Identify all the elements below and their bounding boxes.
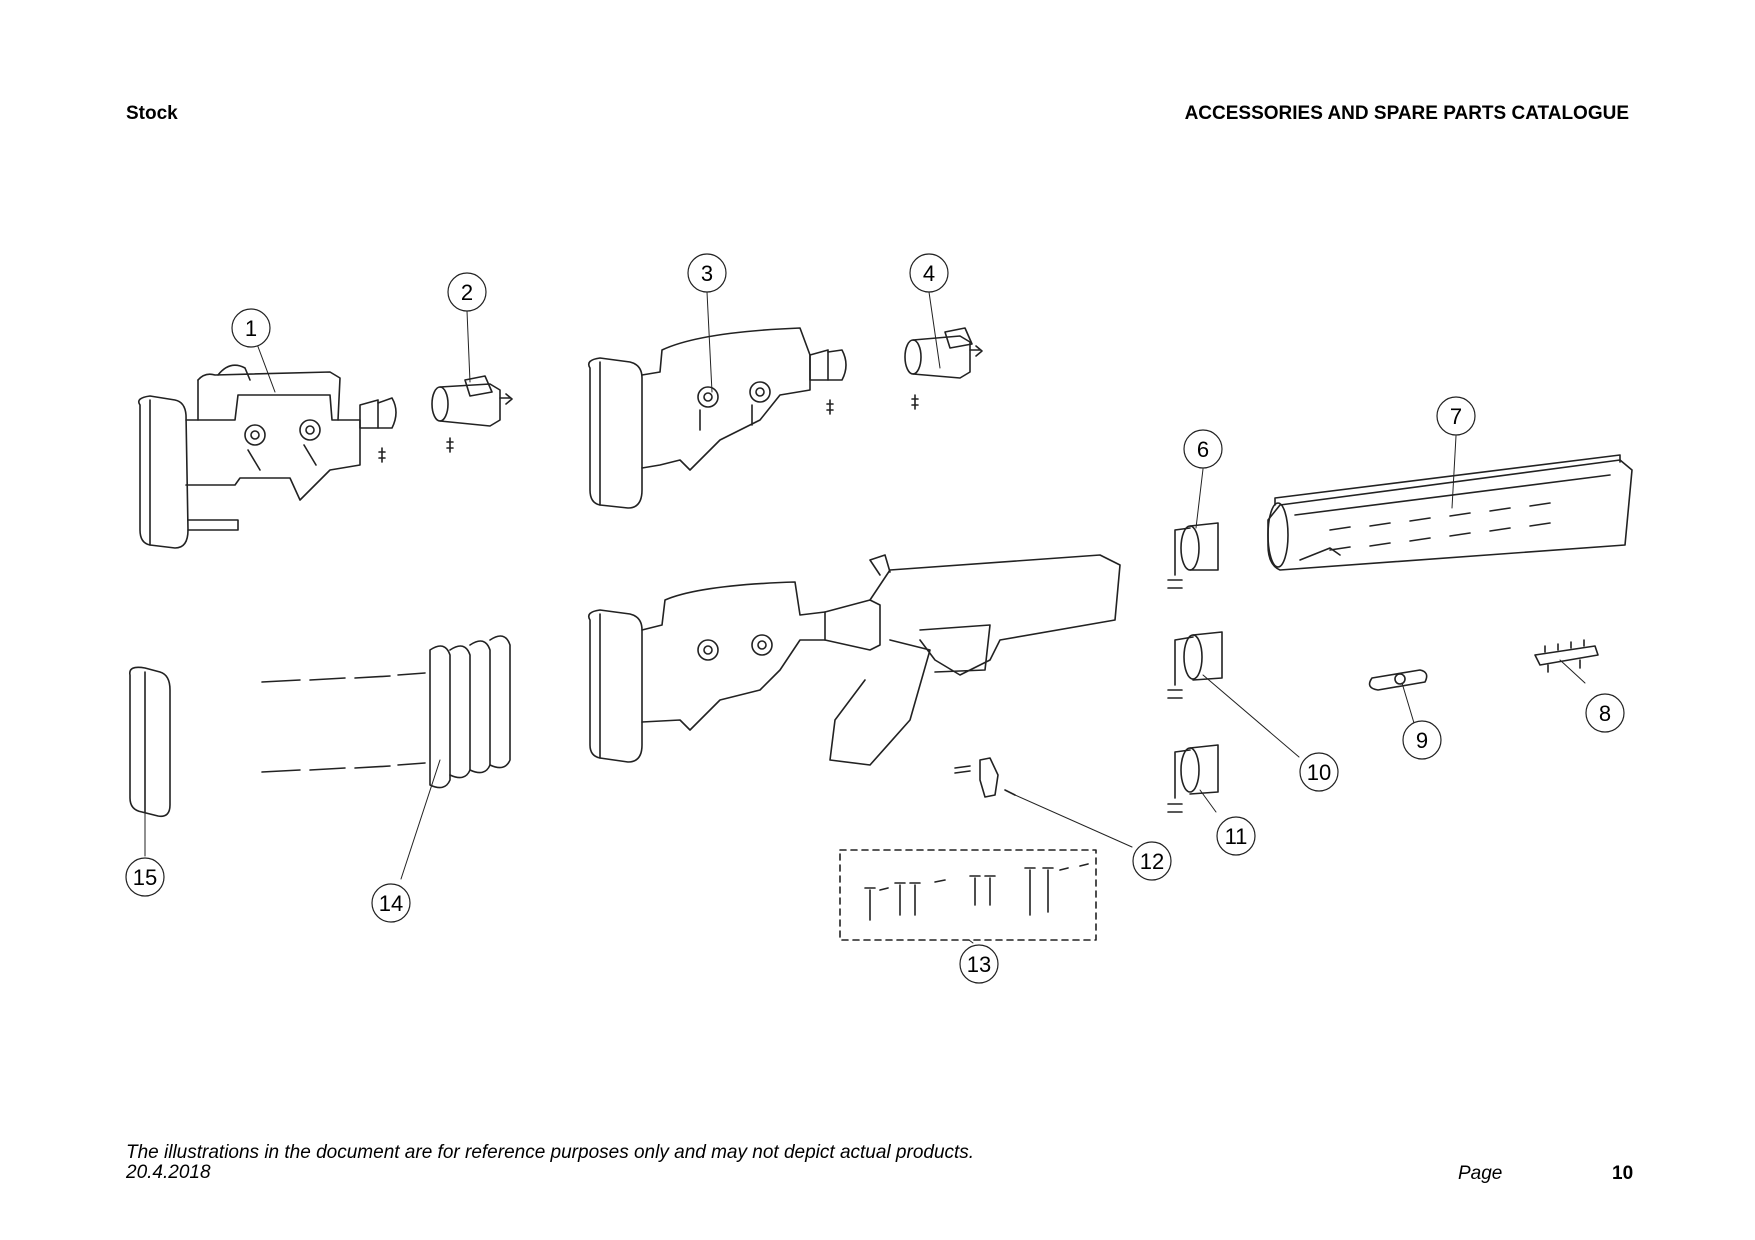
part-12-trigger-part [954,757,1016,798]
callout-4: 4 [909,253,949,293]
callout-10: 10 [1299,752,1339,792]
part-14-spacer-plates [261,635,511,789]
callout-8: 8 [1585,693,1625,733]
part-6-barrel-nut [1167,522,1219,589]
part-10-barrel-nut [1167,631,1223,699]
part-4-adapter [904,327,983,410]
callout-number: 3 [701,261,713,286]
callout-labels: 1 2 3 4 6 7 8 9 10 11 12 13 14 15 [125,253,1625,984]
leader-lines [144,291,1586,944]
callout-14: 14 [371,883,411,923]
callout-number: 1 [245,316,257,341]
part-11-barrel-nut [1167,744,1219,813]
section-title: Stock [126,103,178,124]
callout-number: 2 [461,280,473,305]
part-1-stock [137,364,397,549]
callout-number: 10 [1307,760,1331,785]
callout-7: 7 [1436,396,1476,436]
callout-13: 13 [959,944,999,984]
footer-note: The illustrations in the document are fo… [126,1143,974,1183]
callout-9: 9 [1402,720,1442,760]
callout-number: 11 [1225,824,1248,849]
callout-2: 2 [447,272,487,312]
part-2-adapter [431,375,513,453]
part-8-rail-section [1534,639,1599,673]
disclaimer-text: The illustrations in the document are fo… [126,1142,975,1163]
callout-3: 3 [687,253,727,293]
callout-number: 7 [1450,404,1462,429]
callout-11: 11 [1216,816,1256,856]
page-label: Page [1458,1163,1503,1184]
part-13-screw-set [839,849,1097,941]
callout-number: 6 [1197,437,1209,462]
page-number: 10 [1612,1163,1634,1184]
callout-number: 9 [1416,728,1428,753]
callout-number: 14 [379,891,403,916]
callout-number: 4 [923,261,935,286]
callout-6: 6 [1183,429,1223,469]
callout-number: 12 [1140,849,1164,874]
callout-number: 15 [133,865,157,890]
callout-12: 12 [1132,841,1172,881]
callout-15: 15 [125,857,165,897]
document-date: 20.4.2018 [126,1162,211,1183]
part-9-sling-mount [1368,669,1428,691]
callout-number: 13 [967,952,991,977]
part-15-butt-pad [128,666,171,818]
part-7-handguard [1267,454,1633,571]
catalogue-title: ACCESSORIES AND SPARE PARTS CATALOGUE [1184,103,1629,124]
chassis-assembly [587,554,1121,766]
callout-1: 1 [231,308,271,348]
part-3-stock [587,327,847,509]
callout-number: 8 [1599,701,1611,726]
